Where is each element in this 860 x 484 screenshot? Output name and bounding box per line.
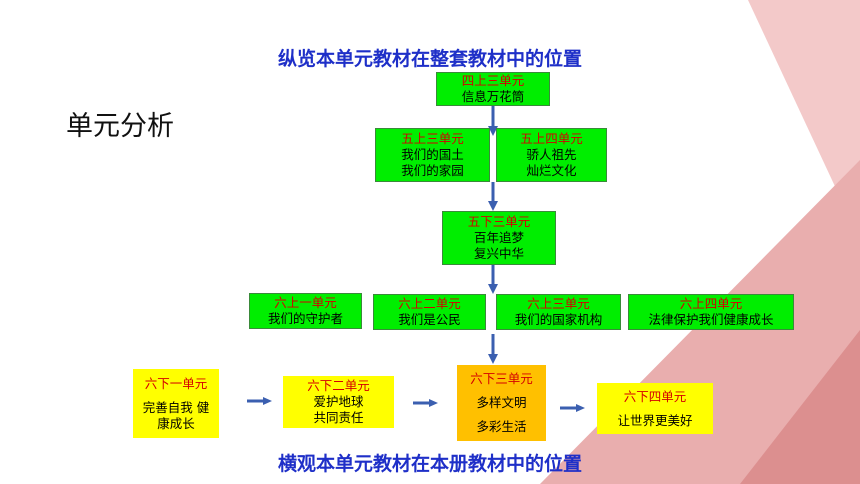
unit-label: 五上三单元: [401, 131, 464, 146]
right-arrow-1: [247, 397, 272, 405]
unit-box-grade6-term2-unit4: 六下四单元 让世界更美好: [597, 383, 713, 434]
unit-label: 六上三单元: [527, 296, 590, 311]
unit-box-grade5-term1-unit4: 五上四单元 骄人祖先 灿烂文化: [496, 128, 607, 182]
right-arrow-3: [560, 404, 585, 412]
unit-topic: 灿烂文化: [526, 163, 577, 178]
unit-topic: 我们是公民: [398, 312, 461, 327]
unit-label: 六下二单元: [307, 378, 370, 393]
bottom-title: 横观本单元教材在本册教材中的位置: [277, 453, 582, 475]
unit-label: 六下一单元: [144, 375, 208, 391]
down-arrow-2: [488, 182, 498, 211]
unit-box-grade6-term1-unit3: 六上三单元 我们的国家机构: [496, 294, 621, 330]
deco-shape-top: [748, 0, 860, 240]
unit-box-grade5-term2-unit3: 五下三单元 百年追梦 复兴中华: [442, 211, 556, 265]
unit-box-grade6-term2-unit1: 六下一单元 完善自我 健 康成长: [133, 369, 219, 438]
unit-topic: 法律保护我们健康成长: [648, 312, 774, 327]
unit-topic: 多彩生活: [476, 419, 527, 434]
unit-topic: 我们的国土: [401, 147, 464, 162]
unit-box-grade6-term1-unit4: 六上四单元 法律保护我们健康成长: [628, 294, 794, 330]
deco-shape-small: [740, 330, 860, 484]
unit-label: 四上三单元: [461, 73, 525, 88]
down-arrow-1: [488, 106, 498, 136]
unit-box-grade6-term1-unit2: 六上二单元 我们是公民: [373, 294, 486, 330]
unit-box-grade6-term2-unit2: 六下二单元 爱护地球 共同责任: [283, 376, 394, 428]
unit-topic: 我们的国家机构: [514, 312, 603, 327]
unit-label: 六上二单元: [398, 296, 461, 311]
unit-label: 六上四单元: [679, 296, 743, 311]
unit-topic: 爱护地球: [313, 394, 364, 409]
unit-label: 六上一单元: [274, 295, 337, 310]
down-arrow-4: [488, 334, 498, 364]
unit-box-grade6-term1-unit1: 六上一单元 我们的守护者: [249, 293, 362, 329]
unit-label: 五下三单元: [467, 214, 531, 229]
unit-topic: 完善自我 健: [142, 399, 210, 415]
unit-topic: 信息万花筒: [461, 89, 525, 104]
unit-topic: 骄人祖先: [526, 147, 577, 162]
unit-box-grade6-term2-unit3: 六下三单元 多样文明 多彩生活: [457, 365, 546, 441]
unit-label: 六下四单元: [623, 388, 687, 404]
down-arrow-3: [488, 265, 498, 294]
top-title: 纵览本单元教材在整套教材中的位置: [277, 48, 582, 70]
unit-topic: 我们的家园: [401, 163, 464, 178]
unit-topic: 康成长: [157, 415, 195, 431]
unit-topic: 让世界更美好: [617, 412, 693, 428]
unit-box-grade5-term1-unit3: 五上三单元 我们的国土 我们的家园: [375, 128, 490, 182]
right-arrow-2: [413, 399, 438, 407]
unit-topic: 百年追梦: [473, 230, 524, 245]
unit-topic: 复兴中华: [473, 246, 524, 261]
unit-analysis-heading: 单元分析: [66, 111, 174, 142]
unit-topic: 多样文明: [476, 395, 527, 410]
unit-label: 六下三单元: [470, 371, 533, 386]
unit-topic: 我们的守护者: [267, 311, 343, 326]
unit-topic: 共同责任: [313, 410, 364, 425]
unit-box-grade4-term1-unit3: 四上三单元 信息万花筒: [436, 72, 550, 106]
unit-label: 五上四单元: [520, 131, 583, 146]
